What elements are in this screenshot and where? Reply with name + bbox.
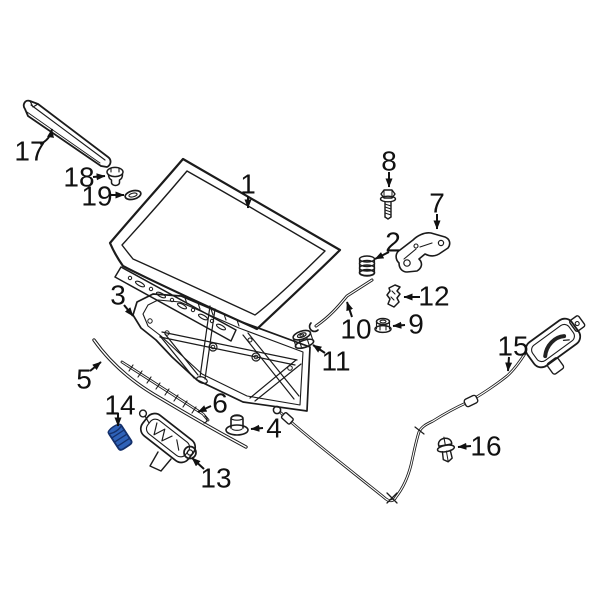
hood-front-flange xyxy=(114,266,237,342)
callout-17[interactable]: 17 xyxy=(14,128,54,167)
part-14-clip-highlighted[interactable] xyxy=(107,423,133,451)
part-1-hood-panel xyxy=(108,157,342,331)
callout-7[interactable]: 7 xyxy=(429,188,445,230)
callout-arrow-4 xyxy=(250,424,264,432)
callout-19[interactable]: 19 xyxy=(81,181,125,212)
callout-1[interactable]: 1 xyxy=(240,169,256,209)
callout-label-13[interactable]: 13 xyxy=(200,463,231,494)
callout-label-1[interactable]: 1 xyxy=(240,169,256,200)
part-9-nut xyxy=(374,317,392,334)
callout-label-6[interactable]: 6 xyxy=(212,388,228,419)
callout-10[interactable]: 10 xyxy=(340,301,372,345)
callout-arrow-3 xyxy=(123,304,134,317)
callout-label-18[interactable]: 18 xyxy=(63,162,94,193)
callout-15[interactable]: 15 xyxy=(497,331,529,372)
callout-arrow-16 xyxy=(457,442,472,450)
part-8-bolt xyxy=(379,189,397,220)
callout-8[interactable]: 8 xyxy=(381,146,397,188)
part-7-hood-hinge xyxy=(395,232,451,273)
callout-label-14[interactable]: 14 xyxy=(104,390,135,421)
part-15-release-handle xyxy=(524,315,586,375)
callout-label-19[interactable]: 19 xyxy=(81,181,112,212)
part-18-grommet xyxy=(106,166,124,187)
callout-label-4[interactable]: 4 xyxy=(266,413,282,444)
callout-arrow-9 xyxy=(392,321,406,329)
part-16-cable-clip xyxy=(436,436,456,463)
callout-arrow-2 xyxy=(374,251,390,260)
callout-label-17[interactable]: 17 xyxy=(14,136,45,167)
callout-label-3[interactable]: 3 xyxy=(110,280,126,311)
part-4-plug-grommet xyxy=(225,414,249,436)
callout-label-5[interactable]: 5 xyxy=(76,364,92,395)
callout-6[interactable]: 6 xyxy=(197,388,228,419)
callout-label-15[interactable]: 15 xyxy=(497,331,528,362)
part-15-release-cable xyxy=(272,350,528,504)
callout-11[interactable]: 11 xyxy=(312,344,351,377)
callout-label-16[interactable]: 16 xyxy=(470,431,501,462)
callout-2[interactable]: 2 xyxy=(374,227,401,260)
callout-9[interactable]: 9 xyxy=(392,309,424,340)
part-3-inner-structure xyxy=(132,293,311,412)
callout-label-12[interactable]: 12 xyxy=(418,281,449,312)
callout-arrow-10 xyxy=(346,301,354,318)
callout-14[interactable]: 14 xyxy=(104,390,136,427)
callout-arrow-11 xyxy=(312,344,326,354)
part-5-weatherstrip xyxy=(92,338,248,449)
callout-arrow-13 xyxy=(191,457,205,470)
callout-12[interactable]: 12 xyxy=(403,281,450,312)
part-12-clip xyxy=(386,284,401,308)
part-2-spring-bumper xyxy=(358,255,376,277)
callout-4[interactable]: 4 xyxy=(250,413,282,444)
callout-18[interactable]: 18 xyxy=(63,162,106,193)
callout-16[interactable]: 16 xyxy=(457,431,502,462)
part-11-nut xyxy=(292,329,315,350)
part-13-hood-latch xyxy=(138,409,197,472)
callout-label-11[interactable]: 11 xyxy=(321,346,350,377)
callout-arrow-17 xyxy=(39,128,54,145)
part-10-support-rod xyxy=(308,278,374,333)
callout-label-9[interactable]: 9 xyxy=(408,309,424,340)
part-19-seal-ring xyxy=(124,189,142,201)
callout-5[interactable]: 5 xyxy=(76,361,102,395)
callout-label-8[interactable]: 8 xyxy=(381,146,397,177)
callout-3[interactable]: 3 xyxy=(110,280,134,317)
callout-arrow-15 xyxy=(505,356,513,372)
callout-label-7[interactable]: 7 xyxy=(429,188,445,219)
callout-arrow-18 xyxy=(92,173,106,181)
callout-13[interactable]: 13 xyxy=(191,457,232,494)
callout-arrow-6 xyxy=(197,405,212,413)
callout-label-10[interactable]: 10 xyxy=(340,314,371,345)
part-17-molding-strip xyxy=(22,99,112,168)
callout-arrow-5 xyxy=(89,361,102,372)
callout-label-2[interactable]: 2 xyxy=(385,227,401,258)
part-6-seal-strip xyxy=(120,360,210,424)
